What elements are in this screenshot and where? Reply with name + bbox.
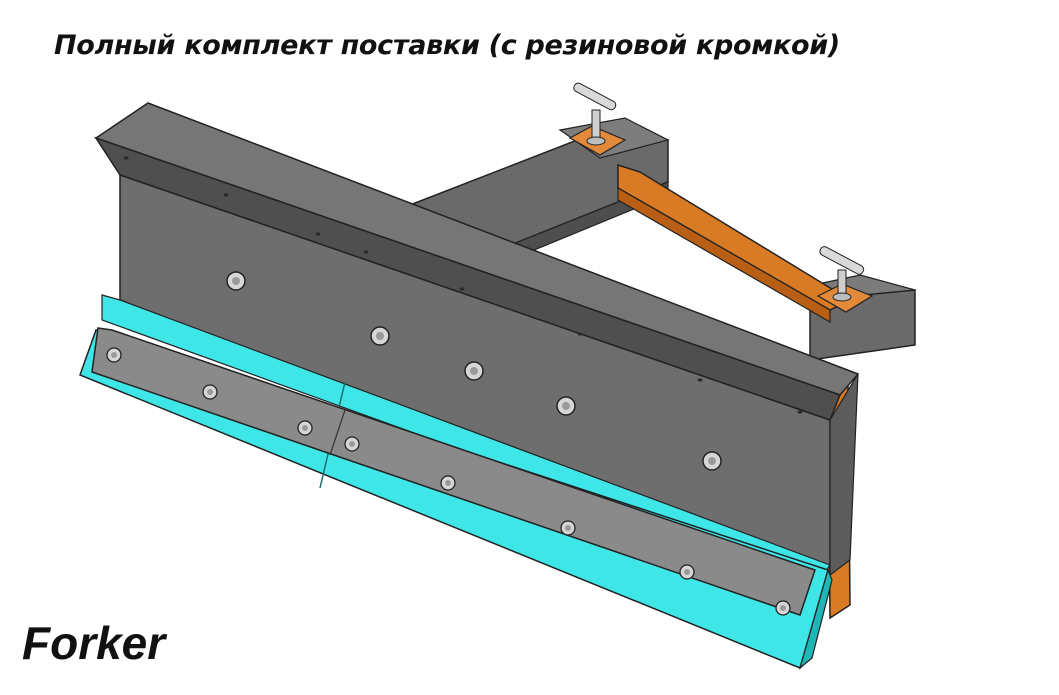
flange-holes: [123, 156, 803, 414]
bolt-icon: [679, 564, 695, 580]
bolt-icon: [440, 475, 456, 491]
bolt-icon: [560, 520, 576, 536]
brand-logo-text: Forker: [22, 617, 166, 669]
bolt-icon: [556, 396, 576, 416]
t-handle-pin-icon: [568, 82, 627, 156]
page-title: Полный комплект поставки (с резиновой кр…: [54, 30, 840, 61]
bolt-icon: [370, 326, 390, 346]
bolt-icon: [202, 384, 218, 400]
t-handle-pin-icon: [816, 246, 874, 313]
bolt-icon: [297, 420, 313, 436]
bolt-icon: [775, 600, 791, 616]
bolt-icon: [702, 451, 722, 471]
bolt-icon: [106, 347, 122, 363]
bolt-icon: [226, 271, 246, 291]
bolt-icon: [464, 361, 484, 381]
blade-body: [94, 102, 860, 577]
clamp-strip: [91, 327, 816, 616]
bolt-icon: [344, 436, 360, 452]
